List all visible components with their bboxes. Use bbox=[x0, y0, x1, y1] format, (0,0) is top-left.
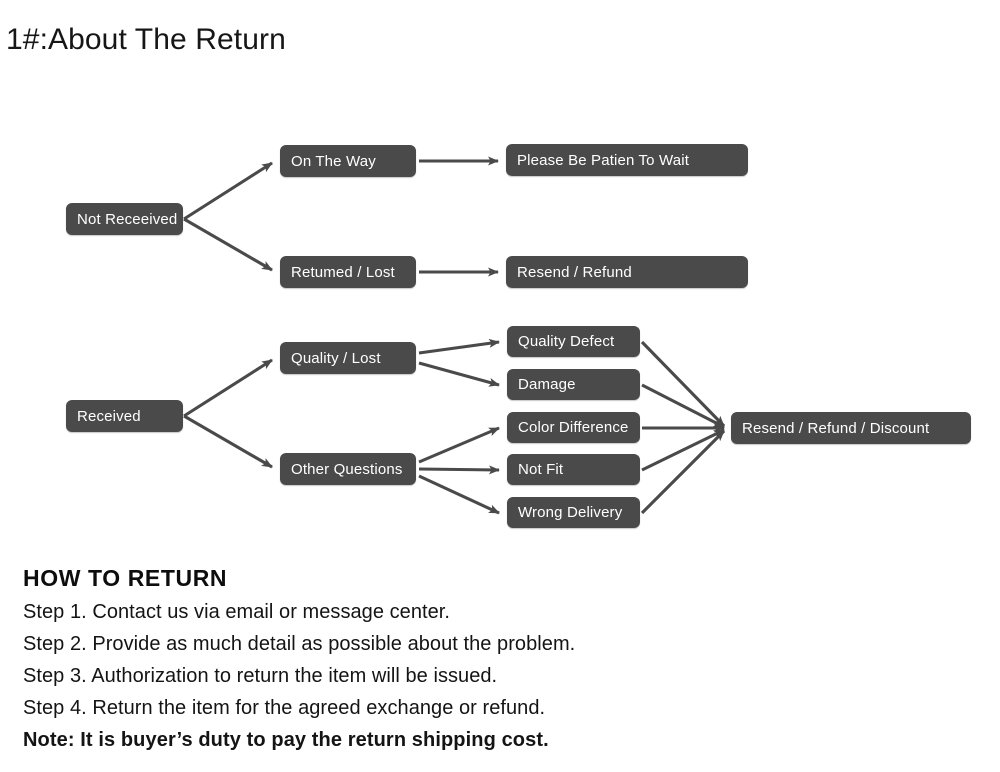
node-returned-lost[interactable]: Retumed / Lost bbox=[280, 256, 416, 288]
return-flowchart: Not Receeived On The Way Please Be Patie… bbox=[66, 144, 971, 528]
return-note: Note: It is buyer’s duty to pay the retu… bbox=[23, 729, 549, 751]
arrow-wrong-delivery-to-outcome bbox=[640, 429, 726, 515]
arrow-other-questions-to-not-fit bbox=[418, 465, 500, 475]
how-to-return-section: HOW TO RETURN Step 1. Contact us via ema… bbox=[23, 563, 973, 756]
node-on-the-way[interactable]: On The Way bbox=[280, 145, 416, 177]
node-received[interactable]: Received bbox=[66, 400, 183, 432]
node-other-questions[interactable]: Other Questions bbox=[280, 453, 416, 485]
how-to-return-heading: HOW TO RETURN bbox=[23, 565, 228, 591]
arrow-quality-lost-to-damage bbox=[418, 361, 500, 387]
node-please-be-patient-to-wait[interactable]: Please Be Patien To Wait bbox=[506, 144, 748, 176]
page-title: 1#:About The Return bbox=[6, 23, 286, 56]
arrow-damage-to-outcome bbox=[641, 383, 725, 429]
arrow-not-received-to-on-the-way bbox=[183, 161, 273, 221]
node-color-difference[interactable]: Color Difference bbox=[507, 412, 640, 443]
node-resend-refund-discount[interactable]: Resend / Refund / Discount bbox=[731, 412, 971, 444]
return-step-4: Step 4. Return the item for the agreed e… bbox=[23, 697, 546, 719]
return-step-2: Step 2. Provide as much detail as possib… bbox=[23, 633, 576, 655]
arrow-received-to-quality-lost bbox=[183, 358, 273, 418]
arrow-other-questions-to-wrong-delivery bbox=[418, 474, 500, 515]
arrow-quality-defect-to-outcome bbox=[640, 340, 726, 428]
return-step-1: Step 1. Contact us via email or message … bbox=[23, 601, 451, 623]
arrow-received-to-other-questions bbox=[183, 414, 273, 469]
arrow-not-fit-to-outcome bbox=[641, 428, 725, 472]
node-quality-lost[interactable]: Quality / Lost bbox=[280, 342, 416, 374]
return-step-3: Step 3. Authorization to return the item… bbox=[23, 665, 498, 687]
arrow-other-questions-to-color-difference bbox=[418, 426, 500, 464]
node-not-received[interactable]: Not Receeived bbox=[66, 203, 183, 235]
node-quality-defect[interactable]: Quality Defect bbox=[507, 326, 640, 357]
arrow-not-received-to-returned-lost bbox=[183, 217, 273, 272]
flowchart-arrows bbox=[183, 156, 726, 515]
node-wrong-delivery[interactable]: Wrong Delivery bbox=[507, 497, 640, 528]
node-damage[interactable]: Damage bbox=[507, 369, 640, 400]
node-not-fit[interactable]: Not Fit bbox=[507, 454, 640, 485]
node-resend-refund[interactable]: Resend / Refund bbox=[506, 256, 748, 288]
arrow-quality-lost-to-quality-defect bbox=[418, 338, 500, 355]
